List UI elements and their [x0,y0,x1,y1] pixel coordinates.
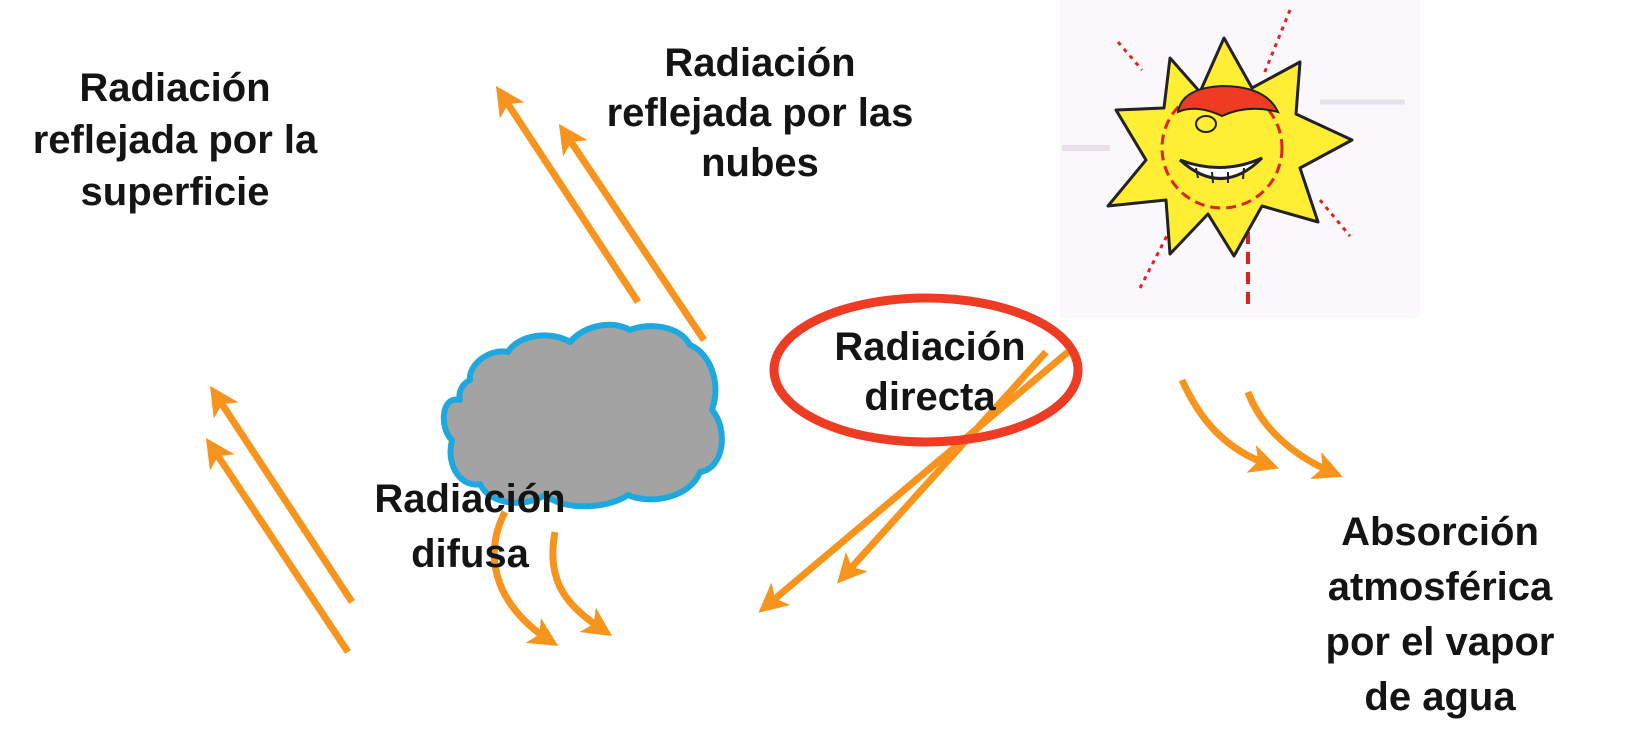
sun-body [1106,36,1354,258]
cloud-reflection-arrow [495,85,641,304]
diffuse-radiation-arrow [490,510,559,646]
cloud-icon [440,321,725,510]
surface-reflection-arrow [205,437,351,654]
label-surface-reflected: Radiación reflejada por la superficie [32,66,318,214]
label-atmospheric-absorption: Absorción atmosférica por el vapor de ag… [1325,510,1555,719]
label-cloud-reflected: Radiación reflejada por las nubes [606,41,914,185]
direct-radiation-highlight [769,293,1083,447]
sun-ray [1262,9,1292,75]
sun-ray [1138,225,1174,289]
sun-ray [1318,199,1352,237]
direct-radiation-arrow [837,349,1049,584]
cloud-reflection-arrow [558,123,707,342]
diffuse-radiation-arrow [549,531,613,637]
absorption-arrow [1178,378,1279,473]
sun-ray [1116,41,1144,71]
sun-icon [1060,0,1420,318]
absorption-arrow [1244,390,1343,480]
label-diffuse-radiation: Radiación difusa [374,477,566,576]
label-direct-radiation: Radiación directa [834,325,1026,419]
sun-hat [1176,84,1280,118]
surface-reflection-arrow [209,385,355,604]
direct-radiation-arrow [758,349,1071,613]
